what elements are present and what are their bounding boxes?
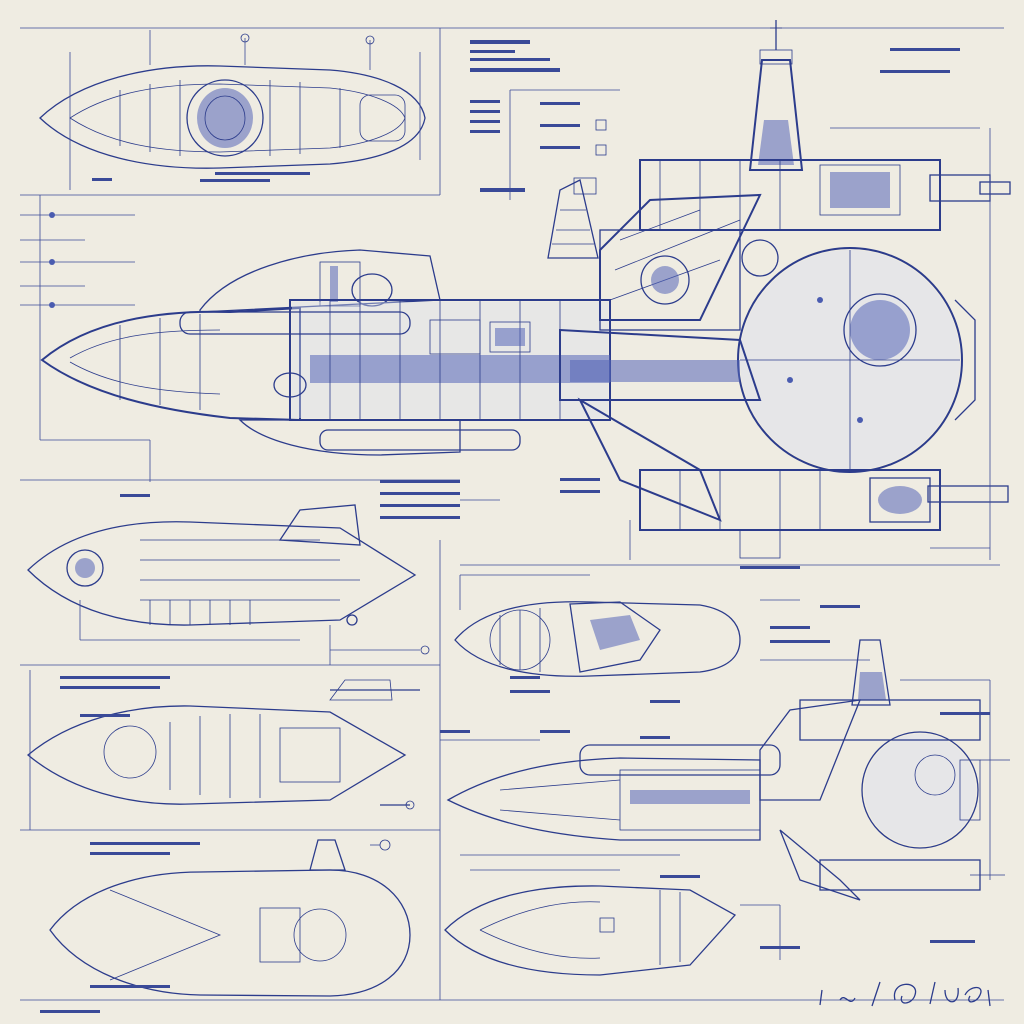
side-view-2 bbox=[27, 504, 430, 665]
bottom-pod-view bbox=[444, 869, 975, 976]
pod-view bbox=[454, 574, 870, 733]
main-ship-callouts bbox=[120, 40, 991, 569]
top-view-1 bbox=[39, 30, 426, 190]
frame-lines bbox=[20, 27, 1004, 1001]
side-view-4 bbox=[40, 839, 411, 1013]
dimension-ticks-left bbox=[20, 195, 150, 441]
main-ship bbox=[40, 20, 1011, 559]
signature bbox=[819, 981, 991, 1007]
side-view-3 bbox=[26, 670, 420, 830]
small-ship-profile bbox=[440, 639, 1010, 901]
